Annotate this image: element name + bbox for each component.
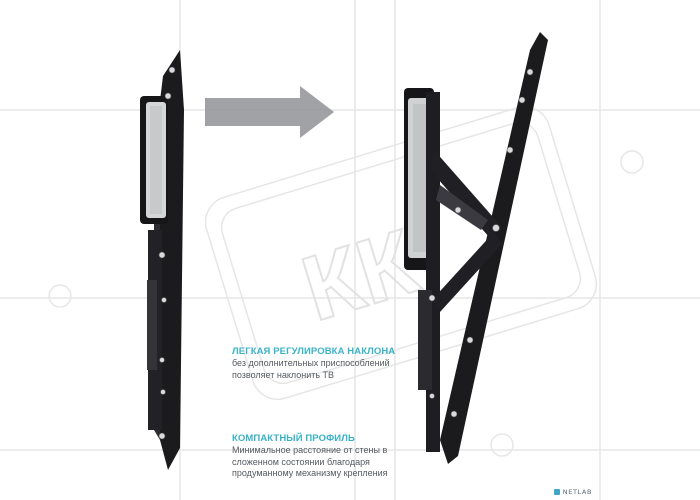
feature-tilt: ЛЕГКАЯ РЕГУЛИРОВКА НАКЛОНА без дополните… <box>232 346 432 381</box>
feature-description-line: сложенном состоянии благодаря <box>232 456 370 467</box>
brand-mark-icon <box>553 489 560 495</box>
feature-title: КОМПАКТНЫЙ ПРОФИЛЬ <box>232 433 355 444</box>
arrow-icon <box>205 86 334 138</box>
brand-name: NETLAB <box>562 488 592 496</box>
feature-description-line: позволяет наклонить ТВ <box>232 369 335 380</box>
brand-logo: NETLAB <box>553 488 592 496</box>
bracket-folded <box>140 50 184 470</box>
feature-description-line: продуманному механизму крепления <box>232 468 388 478</box>
feature-compact-profile: КОМПАКТНЫЙ ПРОФИЛЬ Минимальное расстояни… <box>232 433 432 480</box>
feature-description-line: без дополнительных приспособлений <box>232 358 390 368</box>
feature-description-line: Минимальное расстояние от стены в <box>232 445 388 455</box>
bracket-tilted <box>404 32 548 464</box>
feature-title: ЛЕГКАЯ РЕГУЛИРОВКА НАКЛОНА <box>232 346 396 357</box>
